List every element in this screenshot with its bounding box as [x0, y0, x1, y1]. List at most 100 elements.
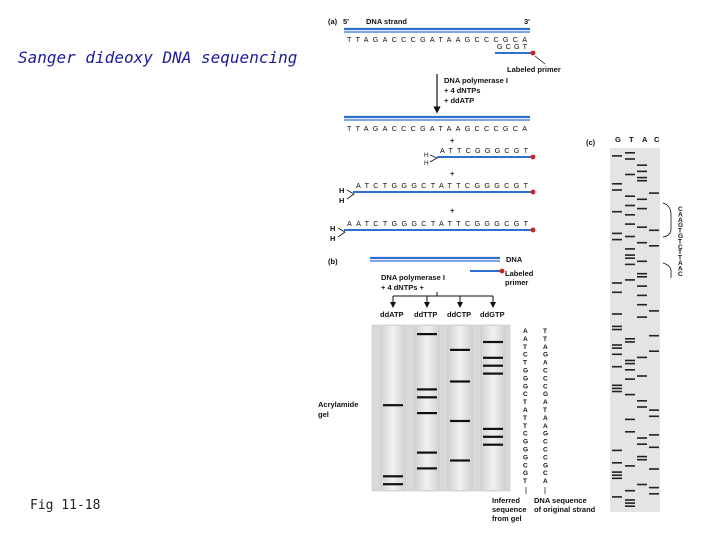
product-1-label-dot — [530, 154, 536, 160]
autorad-band — [637, 276, 647, 278]
autorad-band — [625, 173, 635, 176]
product-sequence-2: ATCTGGGCTATTCGGGCGT — [356, 181, 529, 190]
autorad-band — [625, 214, 635, 216]
gel-band-t — [417, 388, 437, 391]
autorad-band — [625, 204, 635, 207]
autorad-band — [625, 369, 635, 371]
autorad-band — [612, 449, 622, 452]
autorad-band — [612, 238, 622, 241]
product-strand-2: ATCTGGGCTATTCGGGCGT H H — [339, 181, 536, 205]
template-sequence-bottom: TTAGACCCGATAAGCCCGCA — [347, 124, 527, 133]
read-base: G — [678, 233, 683, 240]
autorad-band — [612, 189, 622, 191]
original-base: T — [543, 407, 547, 414]
original-base: G — [543, 431, 548, 438]
panel-c-tag: (c) — [586, 138, 596, 147]
autorad-band — [625, 152, 635, 154]
autorad-band — [625, 431, 635, 433]
plus-sign-3: + — [450, 206, 455, 215]
original-base: G — [543, 462, 548, 469]
autorad-band — [649, 493, 659, 495]
inferred-base: T — [523, 344, 527, 351]
autorad-band — [625, 338, 635, 340]
gel-band-g — [483, 435, 503, 438]
original-label-2: of original strand — [534, 505, 596, 514]
product-2-label-dot — [530, 189, 536, 195]
autorad-band — [637, 406, 647, 408]
inferred-base: T — [523, 478, 527, 485]
autoradiograph-bands — [612, 152, 659, 507]
autorad-band — [612, 210, 622, 213]
autorad-band — [612, 347, 622, 349]
autorad-band — [649, 245, 659, 247]
original-base: A — [543, 423, 548, 430]
gel-band-g — [483, 427, 503, 430]
dna-strand-label: DNA strand — [366, 17, 407, 26]
five-prime-label: 5′ — [343, 17, 349, 26]
autorad-band — [637, 176, 647, 179]
inferred-base: A — [523, 407, 528, 414]
autorad-band — [625, 235, 635, 238]
autorad-band — [625, 279, 635, 281]
product-strand-3: AATCTGGGCTATTCGGGCGT H H — [330, 219, 536, 243]
inferred-label-1: Inferred — [492, 496, 520, 505]
autorad-band — [649, 415, 659, 418]
read-base: C — [678, 244, 683, 251]
autorad-band — [649, 334, 659, 337]
slide-title: Sanger dideoxy DNA sequencing — [18, 48, 298, 67]
autorad-band — [612, 313, 622, 315]
autorad-band — [612, 282, 622, 284]
autorad-band — [637, 198, 647, 201]
autorad-band — [625, 393, 635, 396]
gel-band-a — [383, 483, 403, 486]
panel-b-reagent-2: + 4 dNTPs + — [381, 283, 425, 292]
autorad-band — [637, 400, 647, 402]
gel-band-c — [450, 459, 470, 462]
autorad-band — [625, 502, 635, 504]
gel-band-c — [450, 419, 470, 423]
three-prime-label: 3′ — [524, 17, 530, 26]
autorad-band — [649, 446, 659, 449]
reagent-line-3: + ddATP — [444, 96, 474, 105]
inferred-base: C — [523, 391, 528, 398]
dideoxy-h-3b: H — [330, 234, 335, 243]
labeled-primer: GCGT Labeled primer — [495, 42, 561, 74]
autorad-band — [637, 483, 647, 486]
lane-label-ddgtp: ddGTP — [480, 310, 505, 319]
dideoxy-h-1b: H — [424, 160, 429, 167]
product-3-label-dot — [530, 227, 536, 233]
autorad-band — [637, 437, 647, 439]
dideoxy-h-3a: H — [330, 224, 335, 233]
autorad-band — [612, 384, 622, 387]
autorad-band — [625, 362, 635, 365]
autorad-band — [637, 207, 647, 210]
reagent-line-1: DNA polymerase I — [444, 76, 508, 85]
plus-sign-2: + — [450, 169, 455, 178]
original-base: C — [543, 375, 548, 382]
figure-label: Fig 11-18 — [30, 498, 101, 513]
inferred-base: C — [523, 431, 528, 438]
inferred-base: G — [523, 439, 528, 446]
inferred-base: C — [523, 352, 528, 359]
gel-band-a — [383, 404, 403, 407]
autorad-band — [637, 179, 647, 182]
autorad-band — [625, 465, 635, 467]
panel-c-lane-c: C — [654, 135, 660, 144]
autorad-band — [649, 350, 659, 352]
autorad-band — [625, 418, 635, 421]
autorad-band — [612, 471, 622, 473]
autorad-band — [625, 257, 635, 259]
inferred-base: T — [523, 415, 527, 422]
original-sequence: TTAGACCCGATAAGCCCGCA — [543, 328, 548, 485]
lane-label-ddctp: ddCTP — [447, 310, 471, 319]
autorad-band — [625, 158, 635, 160]
plus-sign-1: + — [450, 136, 455, 145]
autorad-band — [625, 505, 635, 507]
lane-label-ddatp: ddATP — [380, 310, 404, 319]
autorad-band — [625, 489, 635, 492]
autorad-band — [637, 458, 647, 461]
dideoxy-h-2a: H — [339, 186, 344, 195]
inferred-base: G — [523, 383, 528, 390]
autorad-band — [612, 325, 622, 328]
